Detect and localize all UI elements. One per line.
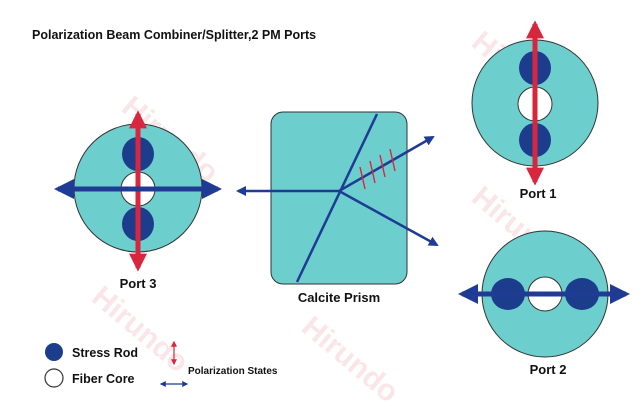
polarization-tick — [359, 166, 366, 190]
beam-upper — [338, 135, 435, 193]
calcite-prism: Calcite Prism — [236, 111, 439, 305]
legend-fiber-core-label: Fiber Core — [72, 372, 135, 386]
polarization-tick — [379, 154, 386, 178]
watermark-text: Hirundo — [86, 280, 195, 379]
port-3-label: Port 3 — [120, 276, 157, 291]
port-2: Port 2 — [458, 230, 630, 377]
legend-stress-rod-swatch — [45, 343, 63, 361]
prism-label: Calcite Prism — [298, 290, 380, 305]
prism-body — [270, 111, 408, 285]
watermark-text: Hirundo — [296, 310, 405, 401]
legend: Stress Rod Fiber Core Polarization State… — [44, 340, 278, 388]
port-3: Port 3 — [54, 110, 222, 291]
polarization-tick — [389, 148, 396, 172]
beam-lower — [338, 189, 439, 247]
legend-stress-rod-label: Stress Rod — [72, 346, 138, 360]
diagram-title: Polarization Beam Combiner/Splitter,2 PM… — [32, 28, 316, 42]
port-2-label: Port 2 — [530, 362, 567, 377]
legend-polarization-label: Polarization States — [188, 366, 278, 377]
port-1: Port 1 — [471, 20, 599, 201]
polarization-tick — [369, 160, 376, 184]
prism-diagonal — [295, 113, 379, 283]
legend-fiber-core-swatch — [44, 368, 64, 388]
port-1-label: Port 1 — [520, 186, 557, 201]
